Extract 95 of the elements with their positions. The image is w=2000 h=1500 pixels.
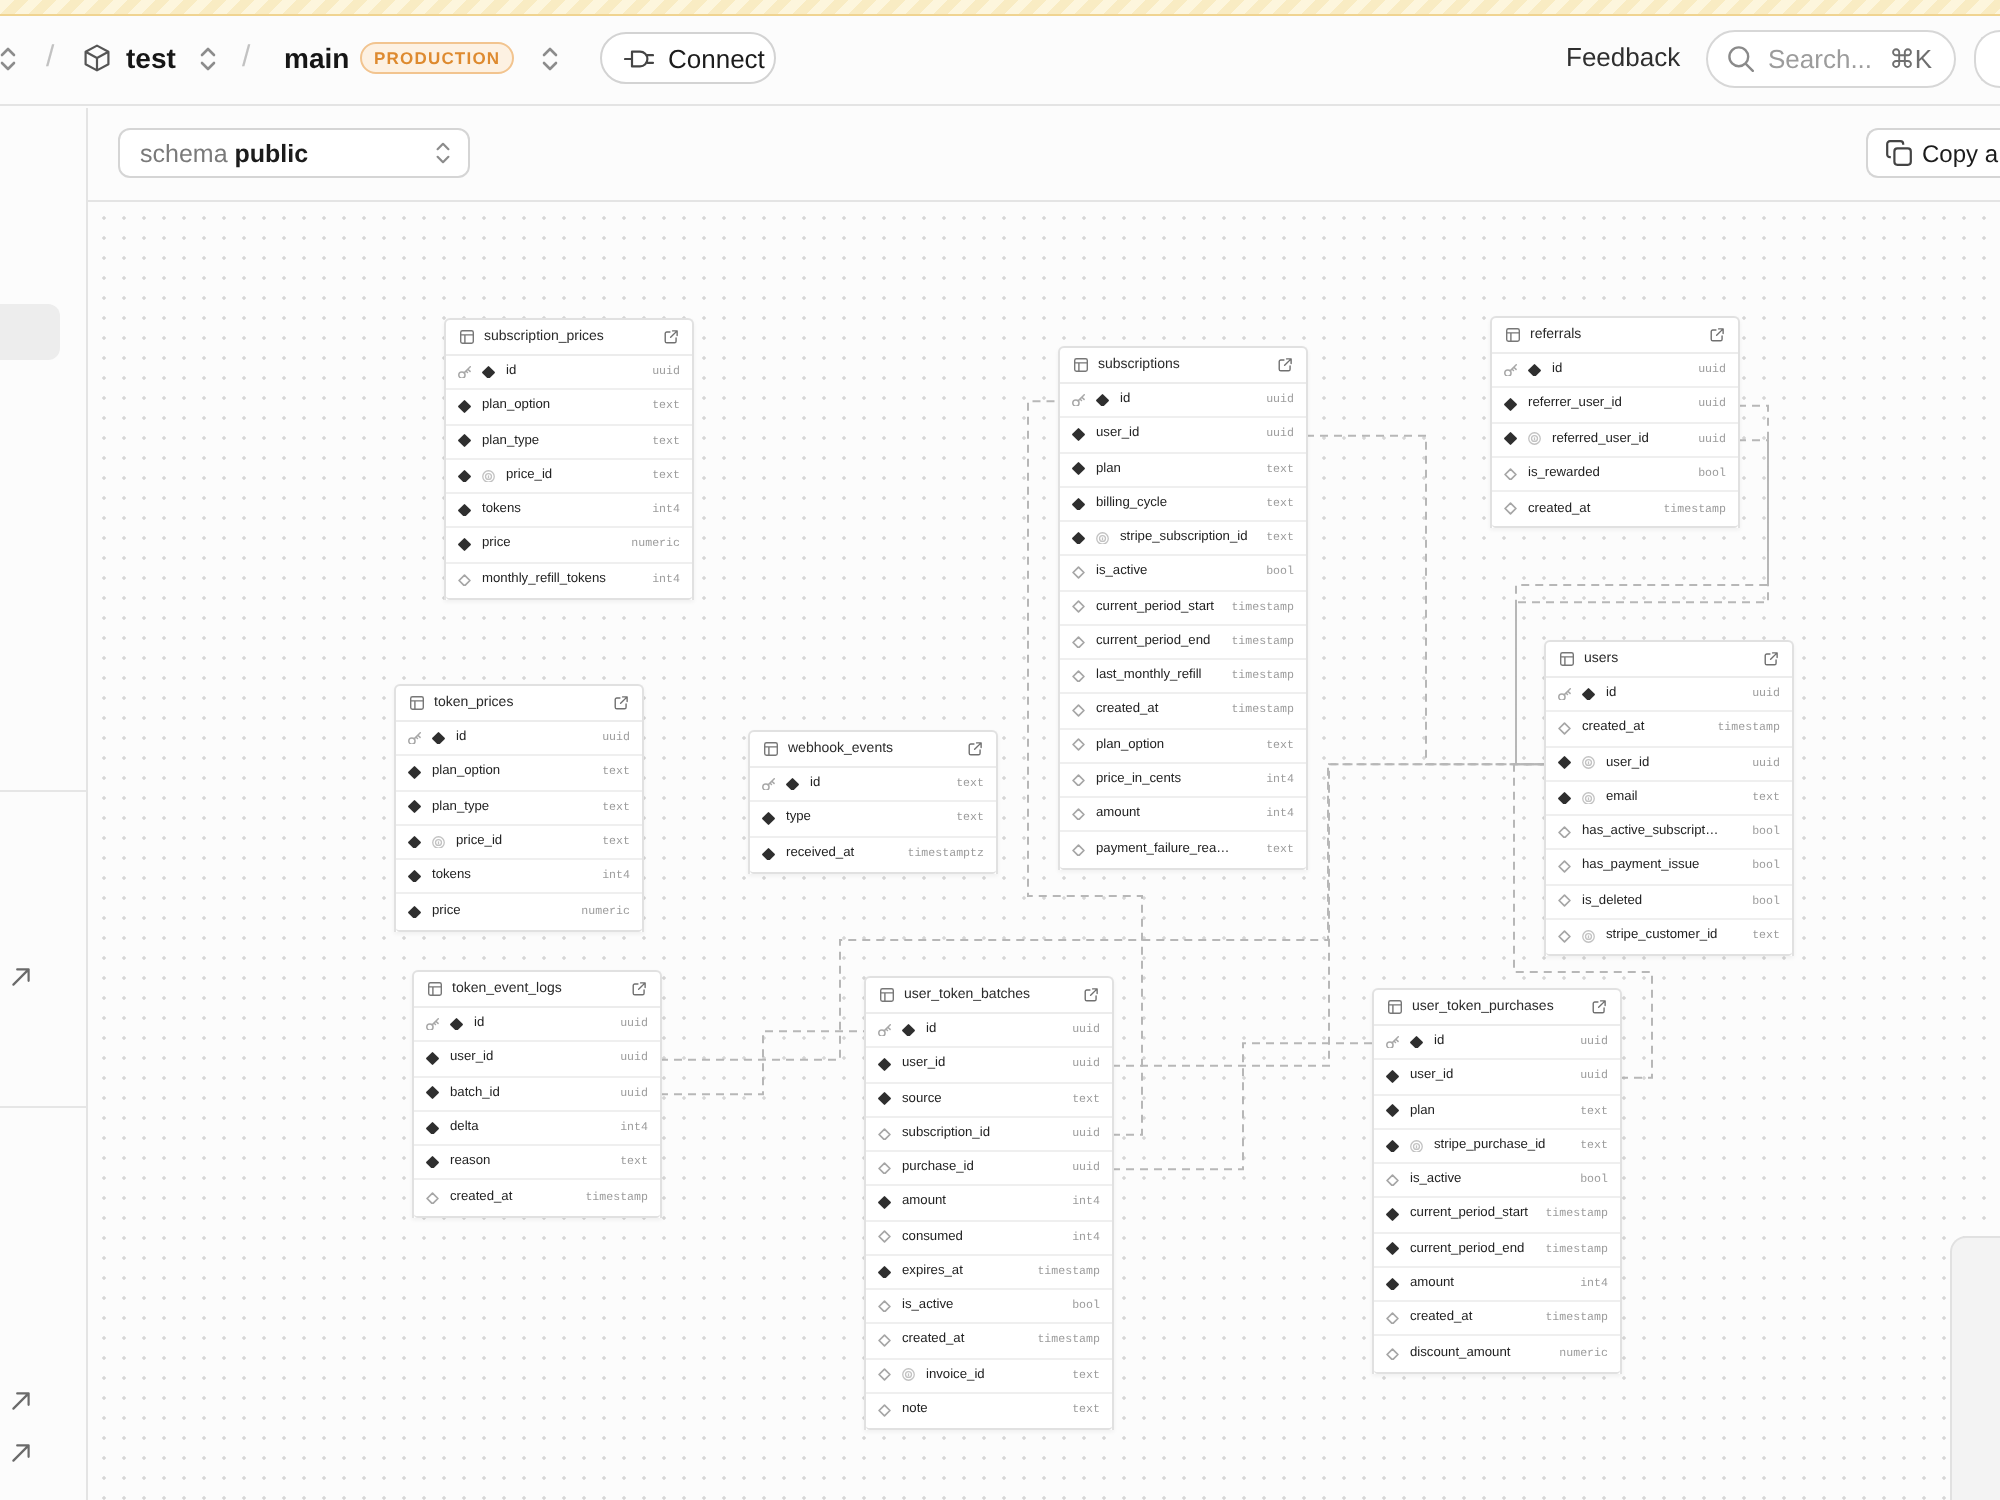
- column-row: [1060, 729, 1306, 764]
- column-row: [396, 860, 642, 895]
- column-row: [1374, 1198, 1620, 1233]
- column-row: [1060, 487, 1306, 522]
- column-row: [866, 1359, 1112, 1394]
- column-row: [866, 1324, 1112, 1359]
- column-row: [1060, 522, 1306, 557]
- copy-button: Copy a: [1866, 128, 2000, 178]
- column-row: [1374, 1302, 1620, 1337]
- column-row: [1492, 492, 1738, 529]
- column-row: [1060, 384, 1306, 419]
- column-row: [866, 1048, 1112, 1083]
- column-row: [866, 1083, 1112, 1118]
- column-row: [866, 1255, 1112, 1290]
- relation-line: [1513, 763, 1653, 1079]
- column-row: [1492, 423, 1738, 458]
- column-row: [866, 1221, 1112, 1256]
- column-row: [1060, 625, 1306, 660]
- column-row: [414, 1008, 660, 1043]
- column-row: [1060, 694, 1306, 729]
- relation-line: [1027, 400, 1143, 1136]
- table-card: [1490, 316, 1740, 529]
- table-card: [412, 970, 662, 1217]
- column-row: [1060, 556, 1306, 591]
- feedback-button: Feedback: [1566, 40, 1681, 76]
- column-row: [396, 894, 642, 931]
- connect-button: Connect: [600, 32, 776, 84]
- column-row: [446, 459, 692, 494]
- project-name: test: [126, 40, 176, 76]
- column-row: [446, 528, 692, 563]
- column-row: [446, 425, 692, 460]
- column-row: [446, 494, 692, 529]
- column-row: [1374, 1060, 1620, 1095]
- keyboard-shortcut: ⌘K: [1888, 44, 1932, 74]
- column-row: [1546, 678, 1792, 713]
- column-row: [1374, 1129, 1620, 1164]
- column-row: [1546, 781, 1792, 816]
- column-row: [1546, 747, 1792, 782]
- column-row: [1374, 1267, 1620, 1302]
- table-card: [1544, 640, 1794, 956]
- schema-select: schema public: [118, 128, 470, 178]
- table-card: [1058, 346, 1308, 869]
- column-row: [750, 768, 996, 803]
- column-row: [1374, 1026, 1620, 1061]
- column-row: [1374, 1336, 1620, 1373]
- column-row: [446, 356, 692, 391]
- column-row: [866, 1393, 1112, 1430]
- column-row: [1374, 1233, 1620, 1268]
- column-row: [866, 1290, 1112, 1325]
- column-row: [414, 1111, 660, 1146]
- column-row: [866, 1186, 1112, 1221]
- column-row: [396, 825, 642, 860]
- column-row: [446, 563, 692, 600]
- branch-name: main: [284, 40, 350, 76]
- column-row: [446, 390, 692, 425]
- relation-line: [1111, 763, 1547, 1067]
- relation-line: [1111, 1042, 1375, 1171]
- environment-tag: PRODUCTION: [360, 42, 515, 74]
- column-row: [1546, 712, 1792, 747]
- table-card: [1372, 988, 1622, 1373]
- table-card: [444, 318, 694, 600]
- column-row: [1374, 1095, 1620, 1130]
- column-row: [414, 1180, 660, 1217]
- column-row: [414, 1042, 660, 1077]
- column-row: [1374, 1164, 1620, 1199]
- column-row: [1546, 816, 1792, 851]
- column-row: [1492, 457, 1738, 492]
- column-row: [1060, 798, 1306, 833]
- column-row: [1060, 418, 1306, 453]
- column-row: [1492, 388, 1738, 423]
- column-row: [866, 1152, 1112, 1187]
- breadcrumb-separator: /: [242, 38, 251, 78]
- column-row: [1492, 354, 1738, 389]
- column-row: [1060, 591, 1306, 626]
- column-row: [866, 1117, 1112, 1152]
- column-row: [414, 1077, 660, 1112]
- column-row: [1060, 660, 1306, 695]
- column-row: [1060, 453, 1306, 488]
- table-card: [864, 976, 1114, 1430]
- search-field: Search... ⌘K: [1706, 30, 1956, 88]
- column-row: [1060, 832, 1306, 869]
- column-row: [396, 791, 642, 826]
- column-row: [414, 1146, 660, 1181]
- column-row: [1060, 763, 1306, 798]
- column-row: [396, 756, 642, 791]
- column-row: [1546, 919, 1792, 956]
- column-row: [866, 1014, 1112, 1049]
- column-row: [1546, 885, 1792, 920]
- column-row: [396, 722, 642, 757]
- table-card: [748, 730, 998, 874]
- column-row: [750, 837, 996, 874]
- column-row: [1546, 850, 1792, 885]
- column-row: [750, 802, 996, 837]
- breadcrumb-separator: /: [46, 38, 55, 78]
- table-card: [394, 684, 644, 931]
